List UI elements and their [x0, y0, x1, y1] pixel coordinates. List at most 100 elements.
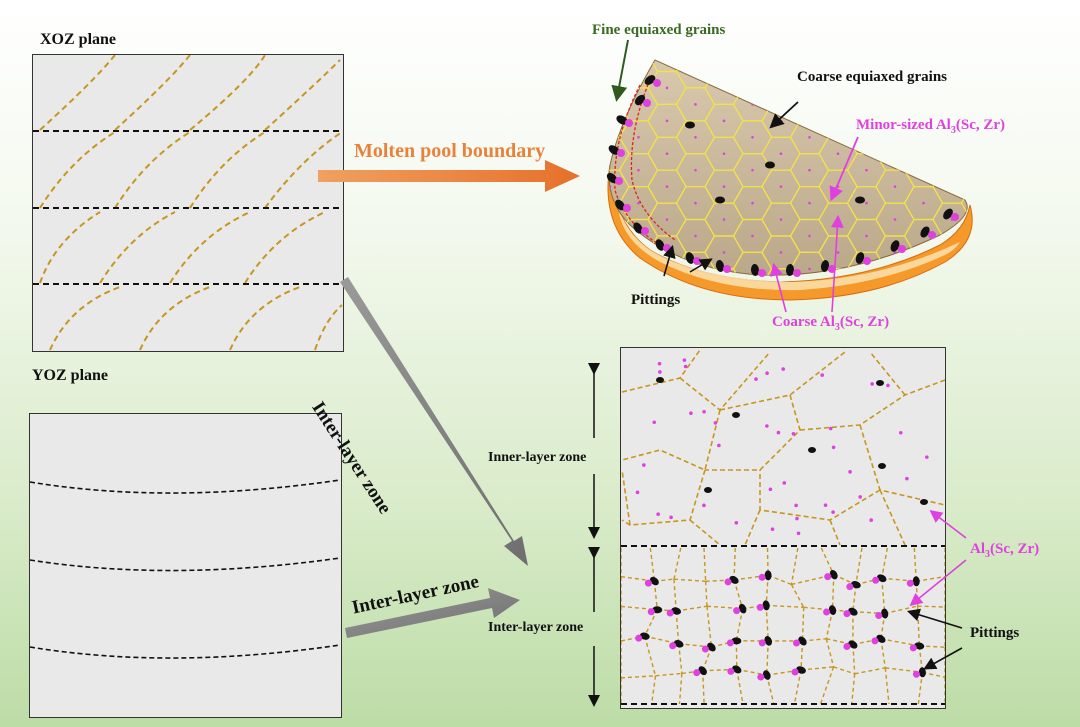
coarse-particle: [693, 669, 701, 677]
pitting: [731, 637, 742, 645]
minor-sized-al3-label: Minor-sized Al3(Sc, Zr): [856, 117, 1006, 136]
minor-particle: [865, 333, 868, 336]
minor-particle: [865, 201, 868, 205]
coarse-particle: [912, 670, 920, 678]
pitting: [918, 667, 926, 678]
yoz-plane-label: YOZ plane: [32, 367, 109, 384]
hex-grain: [591, 368, 629, 401]
minor-particle: [951, 350, 954, 353]
coarse-particle: [726, 639, 734, 647]
minor-particle: [609, 284, 612, 287]
minor-particle: [689, 411, 693, 416]
minor-particle: [979, 202, 982, 205]
minor-particle: [751, 301, 754, 304]
hex-grain: [962, 285, 1000, 318]
hex-grain: [648, 401, 686, 434]
coarse-particle: [733, 607, 741, 615]
molten-pool-boundary-label: Molten pool boundary: [354, 140, 546, 162]
hex-grain: [677, 417, 715, 450]
minor-particle: [723, 350, 726, 353]
minor-particle: [979, 169, 982, 172]
pitting: [850, 580, 861, 589]
minor-particle: [722, 86, 726, 90]
hex-grain: [933, 401, 971, 434]
pitting: [855, 196, 865, 204]
minor-particle: [922, 201, 925, 205]
minor-particle: [922, 399, 925, 402]
minor-particle: [702, 503, 706, 508]
minor-particle: [694, 103, 697, 106]
coarse-particle: [727, 667, 735, 675]
minor-particle: [694, 432, 697, 435]
minor-particle: [828, 426, 833, 431]
minor-particle: [713, 421, 718, 425]
pitting: [732, 412, 740, 418]
hex-grain: [704, 268, 744, 276]
minor-particle: [609, 350, 612, 353]
minor-particle: [795, 516, 799, 521]
pitting: [829, 569, 838, 580]
minor-particle: [702, 410, 706, 414]
minor-particle: [979, 333, 982, 336]
minor-particle: [979, 103, 982, 106]
minor-particle: [794, 503, 798, 508]
minor-particle: [717, 443, 721, 448]
coarse-particle: [647, 608, 655, 616]
minor-particle: [765, 371, 769, 376]
minor-particle: [666, 416, 669, 419]
hex-grain: [761, 70, 801, 106]
minor-particle: [808, 201, 811, 205]
minor-particle: [609, 251, 612, 254]
pitting: [673, 640, 684, 648]
pitting: [652, 606, 663, 614]
hex-grain: [762, 335, 800, 368]
minor-particle: [666, 350, 669, 353]
coarse-particle: [898, 245, 906, 253]
minor-particle: [979, 136, 982, 139]
minor-particle: [779, 86, 783, 90]
hex-grain: [932, 268, 968, 276]
fine-equiaxed-grains-label: Fine equiaxed grains: [592, 22, 726, 38]
minor-particle: [609, 54, 612, 57]
pitting: [764, 570, 772, 581]
hex-grain: [704, 60, 744, 73]
hex-grain: [620, 351, 658, 384]
hex-grain: [609, 268, 630, 276]
minor-particle: [669, 515, 673, 520]
minor-particle: [836, 86, 840, 90]
minor-particle: [922, 333, 925, 336]
minor-particle: [609, 416, 612, 419]
minor-particle: [722, 218, 726, 221]
hex-grain: [960, 153, 968, 188]
minor-particle: [751, 234, 754, 238]
minor-particle: [808, 366, 811, 369]
coarse-particle: [623, 204, 631, 212]
minor-particle: [893, 218, 897, 221]
hex-grain: [819, 335, 857, 368]
inter-layer-horizontal-arrow: [345, 588, 520, 638]
minor-particle: [848, 470, 852, 474]
hex-grain: [732, 60, 773, 89]
pitting: [615, 199, 625, 211]
minor-particle: [751, 201, 754, 205]
minor-particle: [723, 54, 726, 57]
hex-grain: [620, 384, 658, 417]
hex-grain: [933, 368, 971, 401]
minor-particle: [657, 361, 662, 366]
minor-particle: [820, 373, 825, 377]
coarse-particle: [871, 637, 879, 645]
xoz-plane-panel: [32, 54, 344, 352]
inner-layer-zone-label: Inner-layer zone: [488, 450, 587, 465]
minor-particle: [694, 168, 697, 172]
minor-particle: [694, 399, 697, 402]
hex-grain: [705, 368, 743, 401]
pitting: [943, 208, 953, 220]
minor-particle: [894, 383, 897, 386]
minor-particle: [637, 267, 640, 271]
hex-grain: [962, 417, 1000, 450]
minor-particle: [665, 119, 669, 123]
minor-particle: [722, 185, 726, 188]
coarse-particle: [792, 639, 800, 647]
minor-particle: [831, 510, 835, 514]
minor-particle: [751, 432, 754, 435]
